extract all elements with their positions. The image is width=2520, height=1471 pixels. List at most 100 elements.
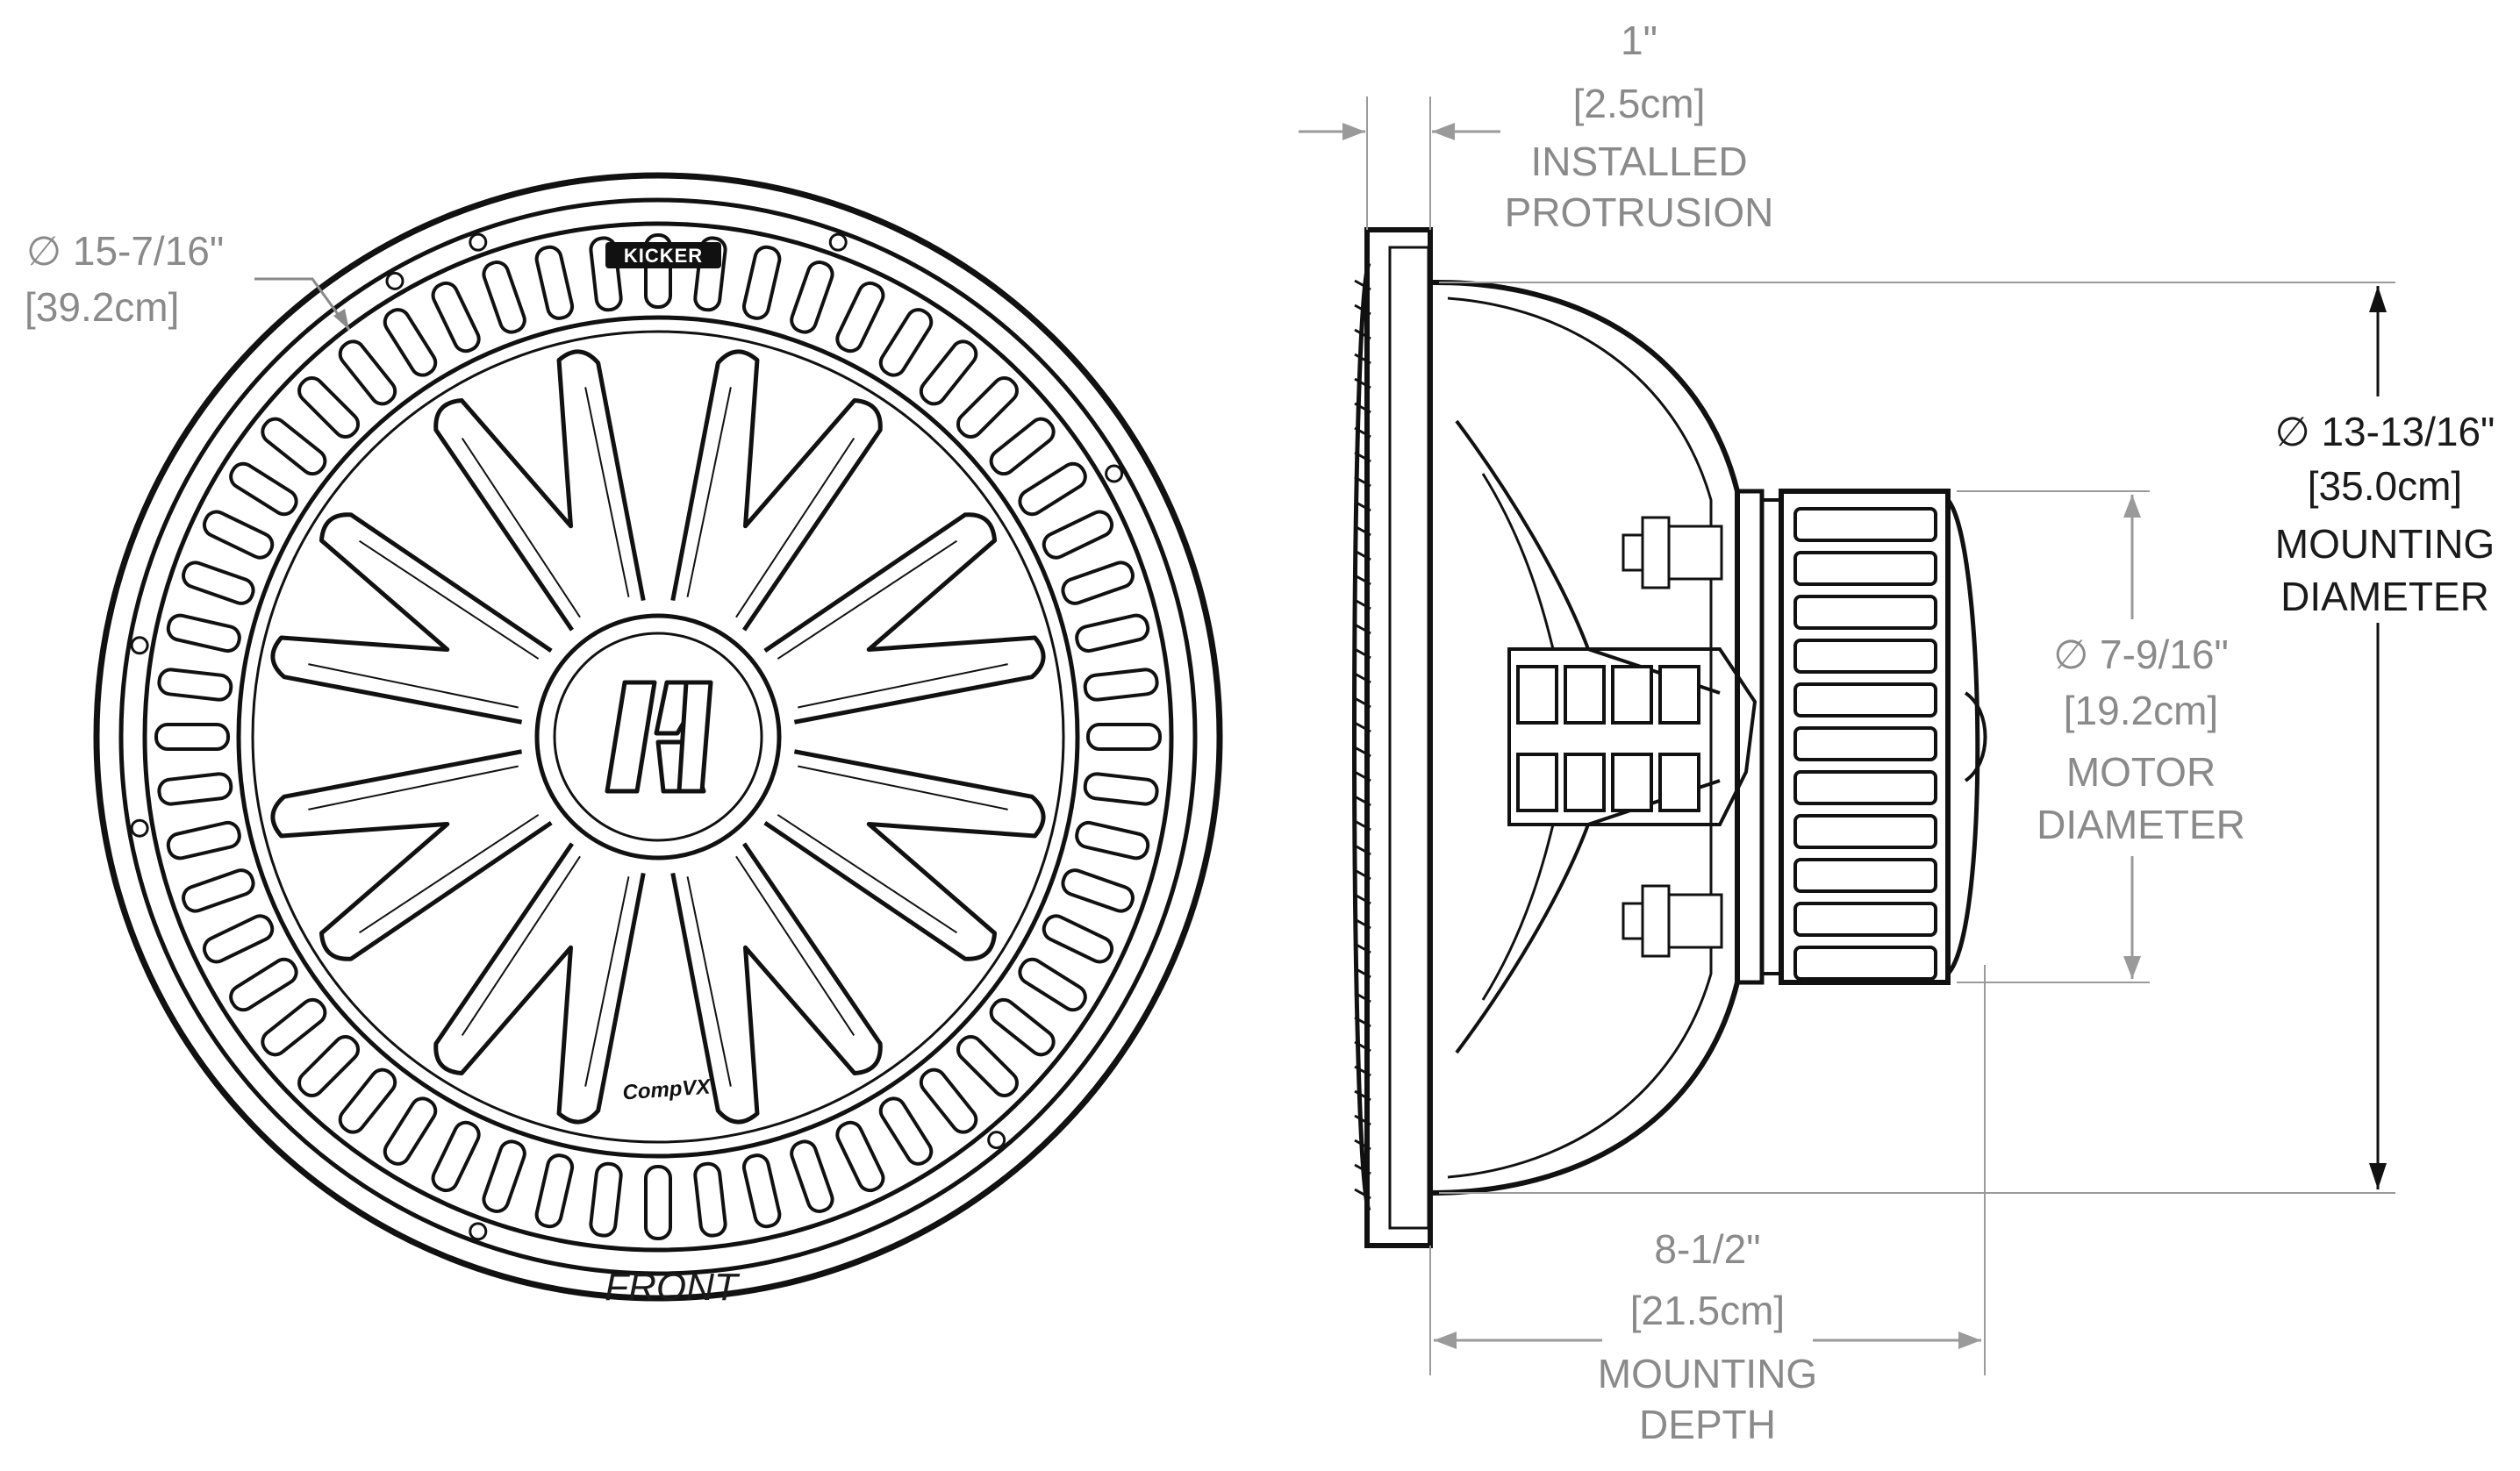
star-arm-inner-line — [777, 539, 1008, 709]
star-arm-inner-line — [777, 765, 1008, 934]
surround-rib — [157, 668, 233, 702]
side-rib — [1354, 598, 1371, 611]
speaker-terminal-upper — [1622, 516, 1723, 589]
side-rib — [1354, 672, 1371, 684]
svg-text:∅ 15-7/16": ∅ 15-7/16" — [26, 228, 224, 274]
mounting-depth-line2: DEPTH — [1639, 1402, 1776, 1447]
svg-text:∅ 13-13/16": ∅ 13-13/16" — [2275, 409, 2495, 454]
dust-cap-inner — [553, 632, 763, 842]
mounting-depth-dimension: 8-1/2" [21.5cm] MOUNTING DEPTH — [1429, 965, 1986, 1447]
surround-rib — [1061, 561, 1135, 605]
vent — [1564, 665, 1606, 725]
side-rib — [1354, 918, 1371, 930]
motor-fin — [1793, 770, 1937, 805]
motor-body — [1779, 489, 1951, 985]
surround-rib — [790, 1139, 834, 1213]
mounting-diameter-metric: [35.0cm] — [2308, 463, 2462, 509]
side-rib — [1354, 1040, 1371, 1053]
surround-rib — [878, 1096, 934, 1166]
motor-fin — [1793, 946, 1937, 981]
mounting-depth-imperial: 8-1/2" — [1654, 1226, 1760, 1272]
diameter-symbol: ∅ — [2275, 409, 2310, 454]
surround-rib — [741, 1153, 782, 1229]
motor-fin — [1793, 551, 1937, 586]
outer-frame-ring — [93, 172, 1223, 1302]
flange-inner — [1388, 246, 1430, 1230]
star-arm — [270, 749, 553, 961]
motor-fin — [1793, 902, 1937, 937]
surround-rib — [1083, 668, 1159, 702]
star-arm — [270, 512, 553, 725]
vent — [1658, 753, 1700, 812]
mounting-depth-metric: [21.5cm] — [1630, 1288, 1785, 1333]
side-rib — [1354, 844, 1371, 856]
surround-rib — [482, 261, 526, 334]
side-rib — [1354, 500, 1371, 512]
side-rib — [1354, 819, 1371, 832]
motor-cooling-block — [1507, 647, 1758, 826]
side-rib — [1354, 574, 1371, 586]
motor-fins — [1793, 507, 1937, 981]
surround-rib — [790, 261, 834, 334]
motor-cap-hump — [1964, 691, 1987, 782]
surround-rib — [1083, 772, 1159, 806]
surround-rib — [919, 339, 978, 406]
surround-rib — [644, 1165, 672, 1240]
surround-rib — [878, 308, 934, 377]
screw-icon — [469, 1222, 488, 1241]
motor-diameter-imperial: 7-9/16" — [2100, 632, 2229, 677]
surround-rib — [919, 1068, 978, 1134]
side-rib — [1354, 279, 1371, 291]
motor-cap — [1945, 498, 1980, 975]
side-rib — [1354, 893, 1371, 905]
surround-outer-ring — [142, 221, 1174, 1253]
surround-rib — [956, 376, 1019, 439]
surround-rib — [835, 1120, 885, 1193]
side-rib — [1354, 647, 1371, 660]
surround-rib — [482, 1139, 526, 1213]
mounting-diameter-line1: MOUNTING — [2275, 521, 2495, 567]
motor-fin — [1793, 682, 1937, 718]
mounting-depth-line1: MOUNTING — [1598, 1351, 1817, 1396]
surround-rib — [1042, 914, 1114, 964]
motor-fin — [1793, 726, 1937, 761]
vent — [1611, 665, 1653, 725]
surround-rib — [1061, 868, 1135, 913]
screw-icon — [385, 271, 404, 290]
side-rib — [1354, 377, 1371, 389]
side-rib — [1354, 1016, 1371, 1028]
side-rib — [1354, 451, 1371, 463]
basket-spoke-lower — [1455, 779, 1721, 1054]
surround-rib — [297, 1034, 361, 1097]
mounting-diameter-line2: DIAMETER — [2280, 574, 2489, 619]
mounting-diameter-dimension: ∅ 13-13/16" [35.0cm] MOUNTING DIAMETER — [1439, 282, 2515, 1194]
front-view-label: FRONT — [605, 1266, 741, 1309]
screw-icon — [130, 636, 149, 655]
speaker-terminal-lower — [1622, 884, 1723, 958]
side-surround-ribs — [1354, 279, 1371, 1200]
protrusion-label-line2: PROTRUSION — [1505, 189, 1774, 235]
cone-star-pattern — [270, 349, 1046, 1125]
surround-rib — [431, 281, 481, 353]
protrusion-metric: [2.5cm] — [1573, 81, 1706, 126]
motor-diameter-line1: MOTOR — [2066, 749, 2216, 795]
star-arm — [433, 842, 646, 1125]
surround-rib — [261, 417, 327, 476]
surround-rib — [383, 308, 438, 377]
vent — [1611, 753, 1653, 812]
protrusion-label-line1: INSTALLED — [1530, 139, 1747, 184]
star-arm — [763, 749, 1046, 961]
surround-rib — [229, 461, 298, 517]
surround-rib — [956, 1034, 1019, 1097]
side-rib — [1354, 1065, 1371, 1077]
svg-text:KICKER: KICKER — [624, 245, 703, 267]
k-logo-icon — [605, 680, 713, 794]
side-rib — [1354, 525, 1371, 537]
surround-rib — [1018, 461, 1087, 517]
star-arm-inner-line — [308, 765, 540, 934]
surround-rib — [182, 868, 255, 913]
basket-window-upper — [1481, 473, 1555, 650]
vent — [1658, 665, 1700, 725]
side-rib — [1354, 549, 1371, 561]
